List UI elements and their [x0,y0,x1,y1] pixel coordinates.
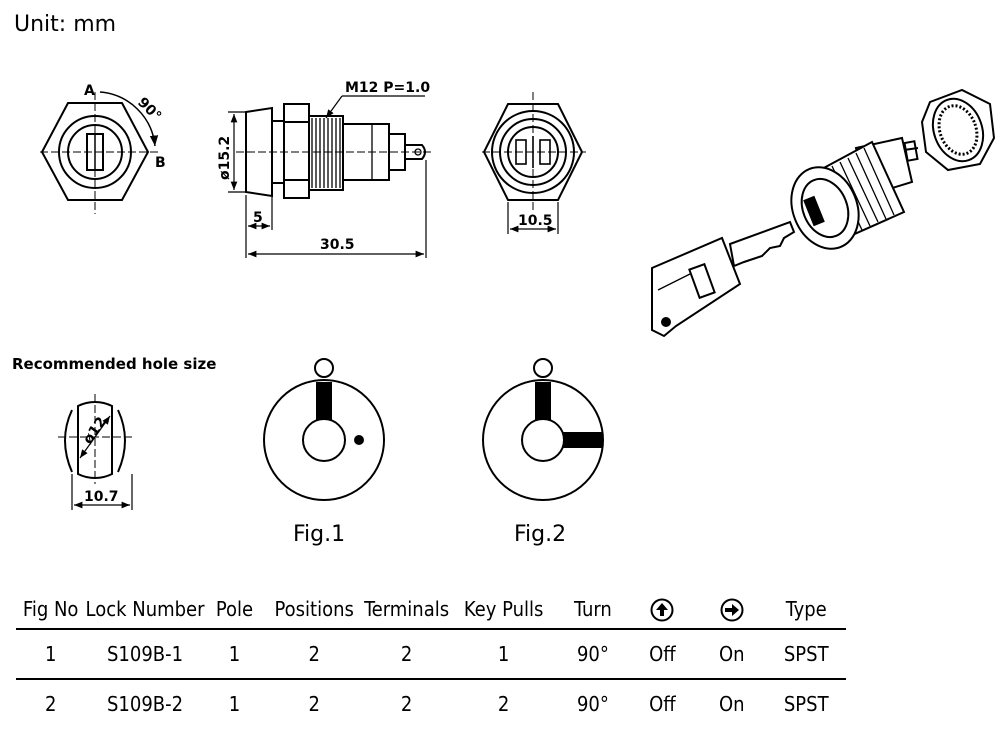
table-header-row: Fig No Lock Number Pole Positions Termin… [16,590,846,629]
cell-fig-no: 1 [44,642,57,666]
cell-key-pulls: 2 [497,692,510,716]
table-row: 1 S109B-1 1 2 2 1 90° Off On SPST [16,629,846,679]
up-arrow-icon [650,598,674,622]
flange-label: 5 [253,210,263,226]
cell-turn: 90° [576,642,609,666]
header-positions: Positions [274,597,354,621]
cell-positions: 2 [308,692,320,716]
header-up-position [628,590,697,629]
pos-a-label: A [84,83,95,99]
cell-type: SPST [783,692,829,716]
fig1-label: Fig.1 [293,522,346,547]
cell-type: SPST [783,642,829,666]
nut-label: 10.5 [518,213,553,229]
product-illustration [651,88,996,338]
fig1-diagram [263,358,385,501]
header-pole: Pole [215,597,254,621]
cell-right-position: On [718,642,745,666]
pos-b-label: B [155,155,166,171]
switch-body-image [790,136,919,250]
cell-up-position: Off [649,642,676,666]
cell-key-pulls: 1 [497,642,510,666]
cell-lock-number: S109B-1 [107,642,184,666]
header-right-position [697,590,766,629]
rear-view-dimensions [507,202,559,234]
fig2-diagram [482,358,604,501]
thread-label: M12 P=1.0 [345,80,430,96]
hole-flat-label: 10.7 [84,489,119,505]
cell-up-position: Off [649,692,676,716]
angle-label: 90° [134,95,164,125]
cell-pole: 1 [228,692,241,716]
cell-fig-no: 2 [44,692,57,716]
hole-size-title: Recommended hole size [12,355,217,373]
rear-view [482,92,586,210]
header-fig-no: Fig No [22,597,79,621]
diameter-label: ø15.2 [217,136,233,180]
front-view [40,91,160,214]
key-image [651,220,796,338]
cell-pole: 1 [228,642,241,666]
cell-lock-number: S109B-2 [107,692,184,716]
right-arrow-icon [720,598,744,622]
hole-diameter-label: ø12 [80,414,110,447]
hole-size-drawing [58,394,133,510]
fig2-label: Fig.2 [514,522,567,547]
cell-terminals: 2 [400,692,413,716]
header-type: Type [785,597,827,621]
side-view-dimensions [228,95,427,258]
spec-table: Fig No Lock Number Pole Positions Termin… [16,590,846,728]
cell-terminals: 2 [400,642,413,666]
length-label: 30.5 [320,237,355,253]
table-row: 2 S109B-2 1 2 2 2 90° Off On SPST [16,679,846,728]
unit-label: Unit: mm [14,12,117,37]
header-turn: Turn [574,597,612,621]
header-terminals: Terminals [364,597,450,621]
side-view [236,103,434,199]
cell-positions: 2 [308,642,320,666]
hex-nut-image [920,88,996,172]
header-key-pulls: Key Pulls [463,597,544,621]
cell-turn: 90° [576,692,609,716]
header-lock-number: Lock Number [85,597,205,621]
cell-right-position: On [718,692,745,716]
